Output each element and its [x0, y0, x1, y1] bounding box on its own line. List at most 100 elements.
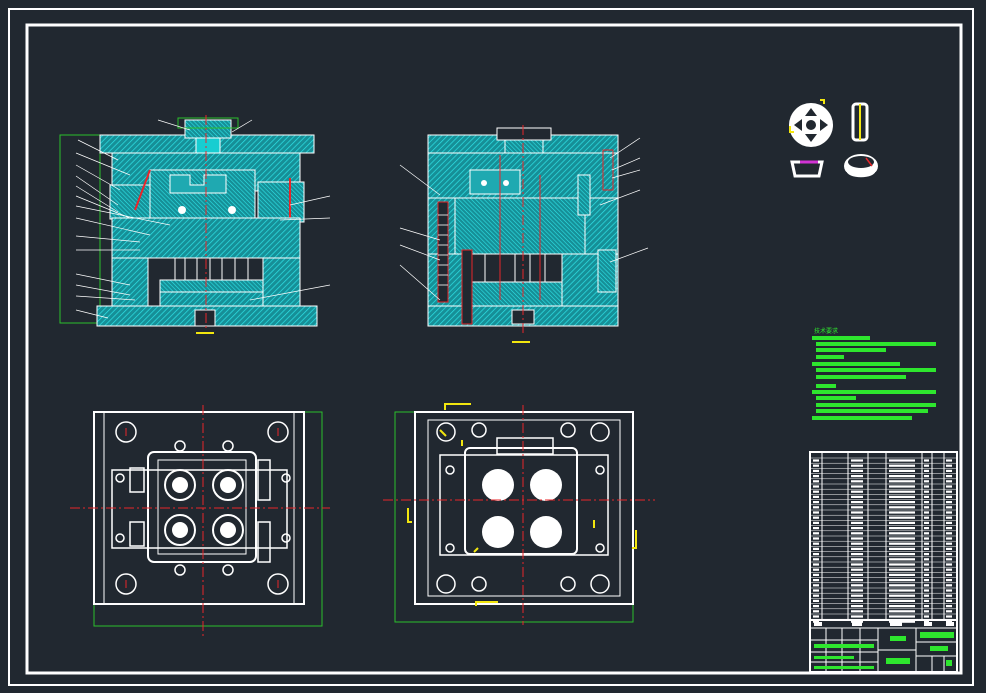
parts-list-cell-mark — [813, 594, 819, 597]
parts-list-cell-mark — [851, 599, 863, 602]
parts-list-cell-mark — [924, 480, 929, 483]
parts-list-cell-mark — [889, 573, 915, 576]
parts-list-cell-mark — [813, 511, 819, 514]
parts-list-cell-mark — [946, 511, 952, 514]
parts-list-cell-mark — [924, 501, 929, 504]
parts-list-cell-mark — [946, 521, 952, 524]
parts-list-cell-mark — [813, 537, 819, 540]
parts-list-cell-mark — [813, 501, 819, 504]
parts-list-cell-mark — [889, 610, 915, 613]
parts-list-cell-mark — [946, 620, 952, 623]
parts-list-cell-mark — [924, 521, 929, 524]
parts-list-cell-mark — [813, 573, 819, 576]
parts-list-cell-mark — [813, 480, 819, 483]
parts-list-cell-mark — [851, 615, 863, 618]
parts-list-cell-mark — [946, 568, 952, 571]
parts-list-cell-mark — [889, 620, 915, 623]
parts-list-cell-mark — [813, 490, 819, 493]
parts-list-cell-mark — [924, 568, 929, 571]
parts-list-cell-mark — [813, 563, 819, 566]
parts-list-cell-mark — [889, 521, 915, 524]
parts-list-cell-mark — [813, 547, 819, 550]
parts-list-cell-mark — [946, 469, 952, 472]
parts-list-cell-mark — [924, 459, 929, 462]
parts-list-cell-mark — [851, 495, 863, 498]
parts-list-cell-mark — [889, 537, 915, 540]
parts-list-cell-mark — [813, 553, 819, 556]
parts-list-cell-mark — [946, 464, 952, 467]
parts-list-cell-mark — [924, 620, 929, 623]
product-part-views — [789, 99, 878, 179]
parts-list-cell-mark — [813, 521, 819, 524]
parts-list-cell-mark — [924, 485, 929, 488]
parts-list-cell-mark — [889, 464, 915, 467]
parts-list-cell-mark — [946, 480, 952, 483]
parts-list-cell-mark — [813, 558, 819, 561]
parts-list-cell-mark — [851, 589, 863, 592]
parts-list-cell-mark — [924, 584, 929, 587]
parts-list-cell-mark — [946, 599, 952, 602]
parts-list-cell-mark — [946, 579, 952, 582]
parts-list-cell-mark — [889, 563, 915, 566]
parts-list-cell-mark — [889, 553, 915, 556]
technical-requirements-title: 技术要求 — [814, 328, 839, 335]
parts-list-cell-mark — [851, 480, 863, 483]
title-block — [809, 619, 958, 673]
parts-list-cell-mark — [924, 537, 929, 540]
parts-list-cell-mark — [851, 594, 863, 597]
parts-list-cell-mark — [924, 594, 929, 597]
front-section-view — [59, 115, 331, 334]
parts-list-cell-mark — [851, 558, 863, 561]
parts-list-cell-mark — [851, 610, 863, 613]
parts-list-cell-mark — [889, 547, 915, 550]
parts-list-cell-mark — [946, 615, 952, 618]
technical-requirements-text — [812, 336, 936, 420]
parts-list-cell-mark — [813, 485, 819, 488]
parts-list-cell-mark — [924, 558, 929, 561]
side-section-view — [399, 125, 649, 343]
parts-list-cell-mark — [924, 490, 929, 493]
parts-list-cell-mark — [889, 589, 915, 592]
parts-list-cell-mark — [924, 599, 929, 602]
parts-list-cell-mark — [889, 605, 915, 608]
parts-list-cell-mark — [946, 495, 952, 498]
parts-list-cell-mark — [924, 475, 929, 478]
parts-list-cell-mark — [924, 516, 929, 519]
parts-list-cell-mark — [813, 620, 819, 623]
parts-list-cell-mark — [946, 501, 952, 504]
parts-list-cell-mark — [946, 594, 952, 597]
parts-list-cell-mark — [813, 610, 819, 613]
parts-list-cell-mark — [851, 563, 863, 566]
parts-list-cell-mark — [851, 532, 863, 535]
parts-list-cell-mark — [946, 537, 952, 540]
parts-list-cell-mark — [889, 542, 915, 545]
parts-list-cell-mark — [851, 605, 863, 608]
parts-list-cell-mark — [924, 563, 929, 566]
parts-list-cell-mark — [946, 553, 952, 556]
parts-list-cell-mark — [924, 615, 929, 618]
parts-list-cell-mark — [924, 589, 929, 592]
parts-list-cell-mark — [813, 495, 819, 498]
parts-list-cell-mark — [924, 532, 929, 535]
parts-list-cell-mark — [924, 511, 929, 514]
parts-list-cell-mark — [946, 459, 952, 462]
parts-list-cell-mark — [889, 579, 915, 582]
parts-list-cell-mark — [813, 506, 819, 509]
parts-list-cell-mark — [889, 584, 915, 587]
parts-list-cell-mark — [889, 480, 915, 483]
parts-list-cell-mark — [946, 573, 952, 576]
parts-list-cell-mark — [889, 511, 915, 514]
parts-list-cell-mark — [889, 501, 915, 504]
parts-list-cell-mark — [924, 464, 929, 467]
parts-list-cell-mark — [813, 469, 819, 472]
parts-list-cell-mark — [889, 485, 915, 488]
parts-list-cell-mark — [946, 490, 952, 493]
parts-list-cell-mark — [813, 615, 819, 618]
parts-list-cell-mark — [889, 568, 915, 571]
parts-list-cell-mark — [889, 532, 915, 535]
parts-list-cell-mark — [851, 584, 863, 587]
parts-list-cell-mark — [946, 605, 952, 608]
parts-list-cell-mark — [813, 599, 819, 602]
parts-list-cell-mark — [851, 547, 863, 550]
parts-list-cell-mark — [946, 563, 952, 566]
